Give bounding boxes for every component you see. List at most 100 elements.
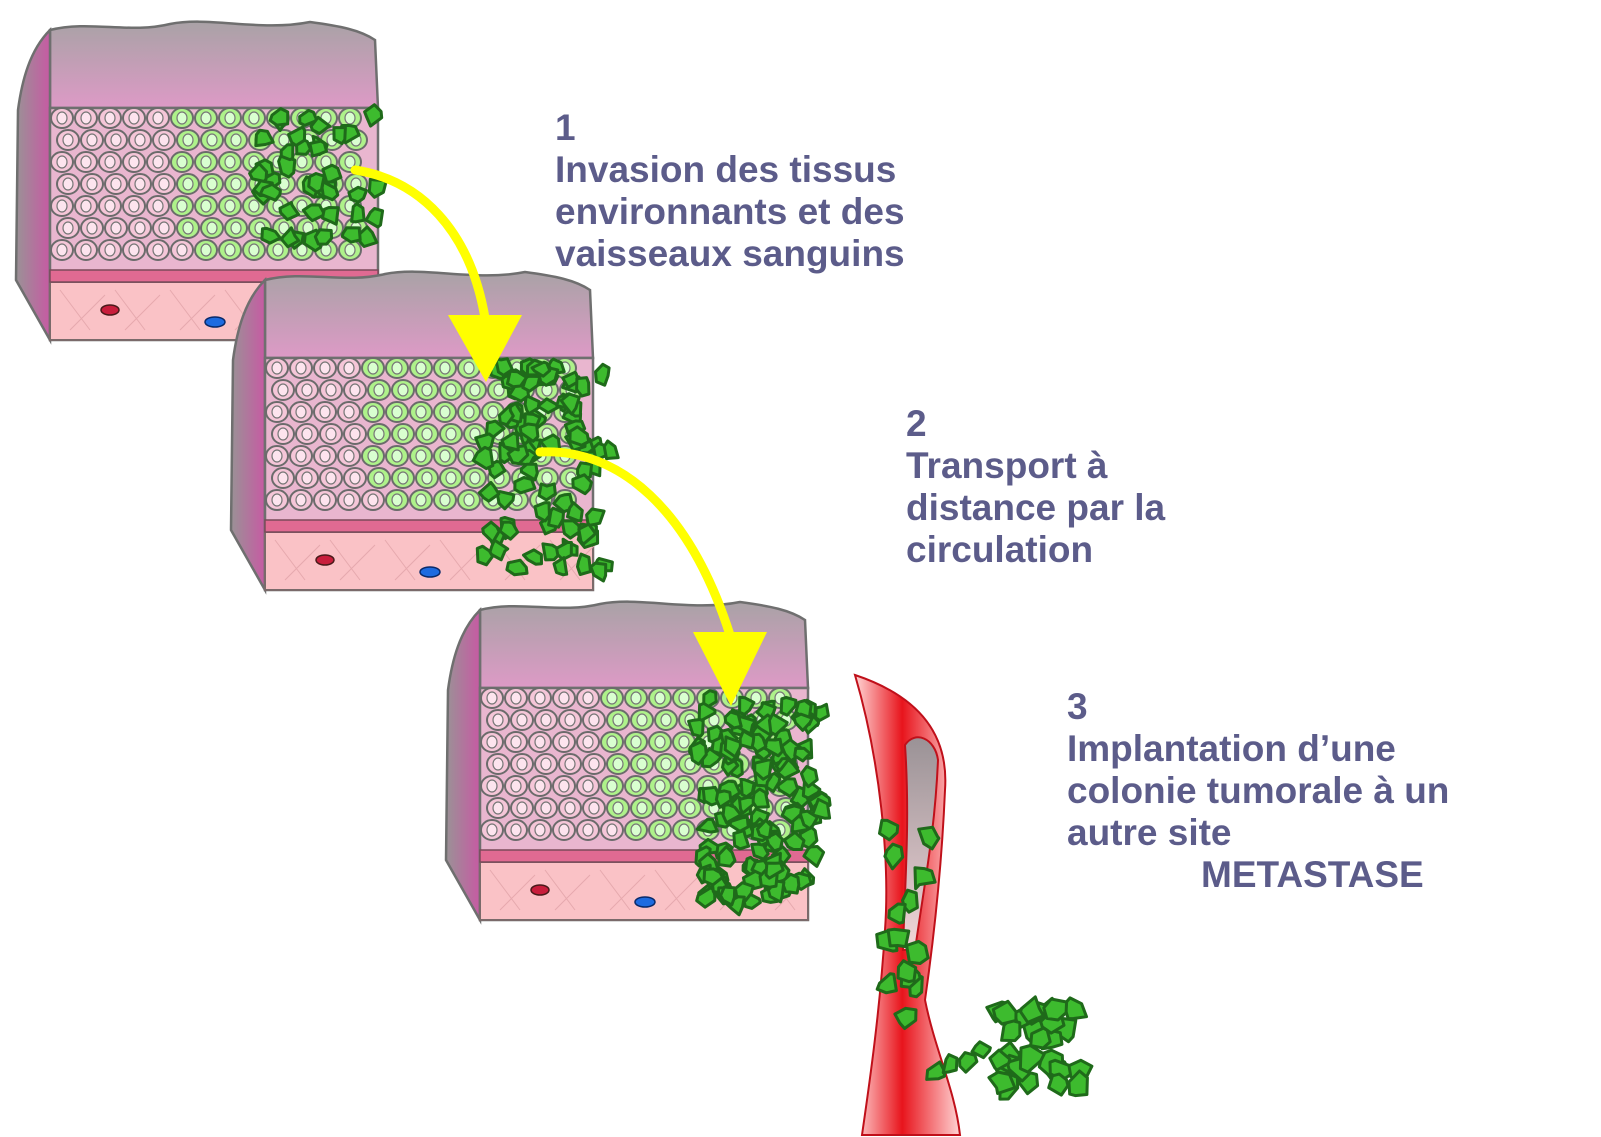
- cell-nucleus: [57, 112, 67, 124]
- step-3-line-1: Implantation d’une: [1067, 728, 1449, 770]
- cell-nucleus: [416, 362, 426, 374]
- cell-nucleus: [63, 178, 73, 190]
- cell-nucleus: [565, 758, 575, 770]
- cell-nucleus: [350, 384, 360, 396]
- cell-nucleus: [81, 244, 91, 256]
- cell-nucleus: [231, 134, 241, 146]
- cell-nucleus: [493, 758, 503, 770]
- tissue-block-icon: [446, 602, 830, 920]
- red-blood-cell: [531, 885, 549, 895]
- migrating-cell: [960, 1053, 977, 1073]
- step-2-line-1: Transport à: [906, 445, 1165, 487]
- cell-nucleus: [541, 714, 551, 726]
- cell-nucleus: [350, 472, 360, 484]
- blue-blood-cell: [635, 897, 655, 907]
- step-1-line-2: environnants et des: [555, 191, 905, 233]
- colony-cell: [1044, 999, 1067, 1020]
- cell-nucleus: [583, 824, 593, 836]
- cell-nucleus: [398, 428, 408, 440]
- step-1-label: 1 Invasion des tissus environnants et de…: [555, 107, 905, 275]
- cell-nucleus: [320, 362, 330, 374]
- cell-nucleus: [422, 384, 432, 396]
- cell-nucleus: [249, 244, 259, 256]
- invasive-cell: [752, 844, 769, 859]
- cell-nucleus: [607, 736, 617, 748]
- invasive-cell: [577, 378, 589, 397]
- tissue-block-icon: [231, 272, 618, 590]
- cell-nucleus: [464, 494, 474, 506]
- cell-nucleus: [535, 692, 545, 704]
- cell-nucleus: [368, 362, 378, 374]
- cell-nucleus: [541, 758, 551, 770]
- cell-nucleus: [583, 692, 593, 704]
- cell-nucleus: [464, 406, 474, 418]
- cell-nucleus: [159, 222, 169, 234]
- cell-nucleus: [487, 780, 497, 792]
- tissue-top-surface: [265, 272, 593, 358]
- cell-nucleus: [392, 494, 402, 506]
- invasive-cell: [543, 544, 558, 560]
- cell-nucleus: [249, 200, 259, 212]
- cell-nucleus: [201, 200, 211, 212]
- cell-nucleus: [320, 494, 330, 506]
- cell-nucleus: [249, 112, 259, 124]
- cell-nucleus: [487, 824, 497, 836]
- cell-nucleus: [368, 450, 378, 462]
- cell-nucleus: [177, 244, 187, 256]
- step-2-line-2: distance par la: [906, 487, 1165, 529]
- migrating-cell: [943, 1055, 957, 1073]
- cell-nucleus: [231, 178, 241, 190]
- cell-nucleus: [225, 200, 235, 212]
- cell-nucleus: [565, 714, 575, 726]
- invasive-cell: [604, 441, 618, 459]
- cell-nucleus: [655, 780, 665, 792]
- cell-nucleus: [81, 156, 91, 168]
- colony-cell: [1049, 1074, 1068, 1095]
- cell-nucleus: [344, 406, 354, 418]
- cell-nucleus: [278, 428, 288, 440]
- cell-nucleus: [296, 450, 306, 462]
- cell-nucleus: [416, 406, 426, 418]
- cell-nucleus: [607, 780, 617, 792]
- cell-nucleus: [392, 450, 402, 462]
- cell-nucleus: [535, 736, 545, 748]
- cell-nucleus: [344, 362, 354, 374]
- cell-nucleus: [517, 714, 527, 726]
- cell-nucleus: [440, 494, 450, 506]
- cell-nucleus: [368, 494, 378, 506]
- cell-nucleus: [272, 450, 282, 462]
- cell-nucleus: [511, 780, 521, 792]
- cell-nucleus: [559, 780, 569, 792]
- stroma-layer: [265, 532, 593, 590]
- cell-nucleus: [464, 362, 474, 374]
- cell-nucleus: [63, 222, 73, 234]
- cell-nucleus: [296, 494, 306, 506]
- step-1-line-3: vaisseaux sanguins: [555, 233, 905, 275]
- cell-nucleus: [398, 384, 408, 396]
- cell-nucleus: [344, 494, 354, 506]
- cell-nucleus: [135, 178, 145, 190]
- cell-nucleus: [392, 362, 402, 374]
- blue-blood-cell: [420, 567, 440, 577]
- cell-nucleus: [345, 244, 355, 256]
- cell-nucleus: [613, 714, 623, 726]
- cell-nucleus: [487, 736, 497, 748]
- step-1-number: 1: [555, 107, 905, 149]
- cell-nucleus: [511, 692, 521, 704]
- cell-nucleus: [559, 736, 569, 748]
- cell-nucleus: [207, 178, 217, 190]
- cell-nucleus: [302, 428, 312, 440]
- cell-nucleus: [631, 736, 641, 748]
- invasive-cell: [352, 204, 365, 222]
- cell-nucleus: [135, 134, 145, 146]
- cell-nucleus: [296, 406, 306, 418]
- cell-nucleus: [326, 472, 336, 484]
- cell-nucleus: [63, 134, 73, 146]
- cell-nucleus: [607, 824, 617, 836]
- cell-nucleus: [302, 384, 312, 396]
- cell-nucleus: [225, 112, 235, 124]
- cell-nucleus: [225, 156, 235, 168]
- cell-nucleus: [517, 802, 527, 814]
- tumor-cluster-icon: [927, 997, 1092, 1099]
- invasive-cell: [753, 789, 769, 807]
